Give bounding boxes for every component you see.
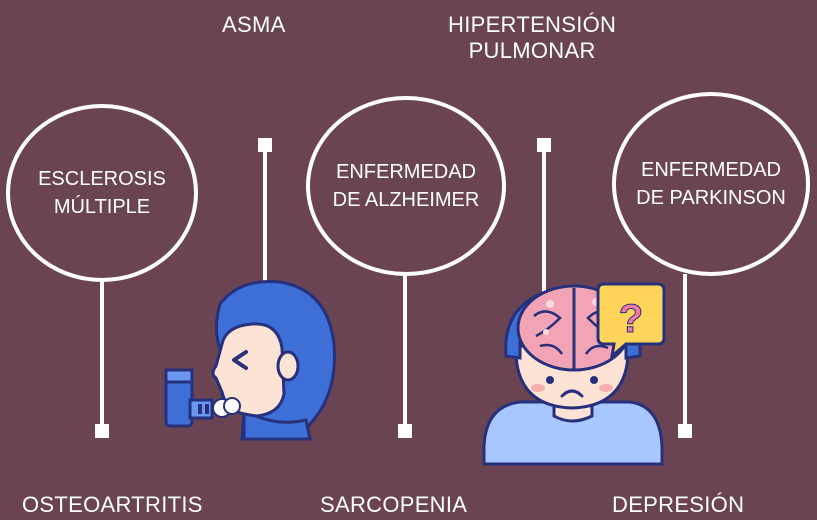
label-asma: ASMA [222, 12, 286, 38]
parkinson-line2: DE PARKINSON [636, 184, 786, 212]
label-hipertension-pulmonar: HIPERTENSIÓN PULMONAR [448, 12, 616, 64]
esclerosis-line2: MÚLTIPLE [38, 193, 166, 221]
circle-alzheimer: ENFERMEDAD DE ALZHEIMER [306, 96, 506, 276]
confused-brain-person-icon: ? [480, 276, 670, 466]
label-hipertension-line2: PULMONAR [448, 38, 616, 64]
label-hipertension-line1: HIPERTENSIÓN [448, 12, 616, 38]
connector-line-osteoartritis [100, 280, 104, 428]
connector-line-sarcopenia [403, 274, 407, 428]
svg-text:?: ? [619, 297, 643, 341]
connector-square-osteoartritis [95, 424, 109, 438]
inhaler-boy-icon [160, 274, 350, 444]
circle-parkinson: ENFERMEDAD DE PARKINSON [612, 92, 810, 276]
connector-square-sarcopenia [398, 424, 412, 438]
connector-line-asma [263, 150, 267, 282]
esclerosis-line1: ESCLEROSIS [38, 165, 166, 193]
connector-line-depresion [683, 274, 687, 428]
alzheimer-line2: DE ALZHEIMER [333, 186, 480, 214]
circle-esclerosis-multiple: ESCLEROSIS MÚLTIPLE [6, 104, 198, 282]
label-osteoartritis: OSTEOARTRITIS [22, 492, 203, 518]
label-sarcopenia: SARCOPENIA [320, 492, 467, 518]
alzheimer-line1: ENFERMEDAD [333, 158, 480, 186]
connector-line-hipertension [542, 150, 546, 292]
connector-square-depresion [678, 424, 692, 438]
parkinson-line1: ENFERMEDAD [636, 156, 786, 184]
label-depresion: DEPRESIÓN [612, 492, 744, 518]
